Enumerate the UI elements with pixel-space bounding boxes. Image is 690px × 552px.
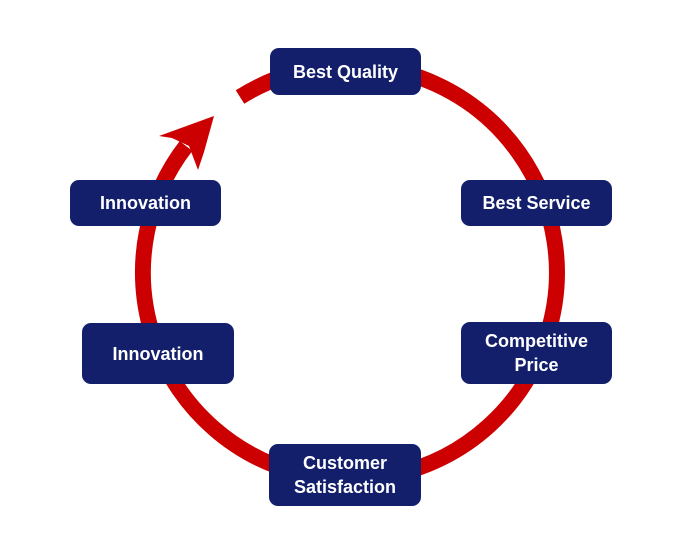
node-innovation-bottom: Innovation — [82, 323, 234, 384]
node-best-quality: Best Quality — [270, 48, 421, 95]
arrowhead-icon — [159, 116, 214, 170]
node-innovation-top: Innovation — [70, 180, 221, 226]
node-best-service: Best Service — [461, 180, 612, 226]
node-competitive-price: Competitive Price — [461, 322, 612, 384]
node-customer-satisfaction: Customer Satisfaction — [269, 444, 421, 506]
